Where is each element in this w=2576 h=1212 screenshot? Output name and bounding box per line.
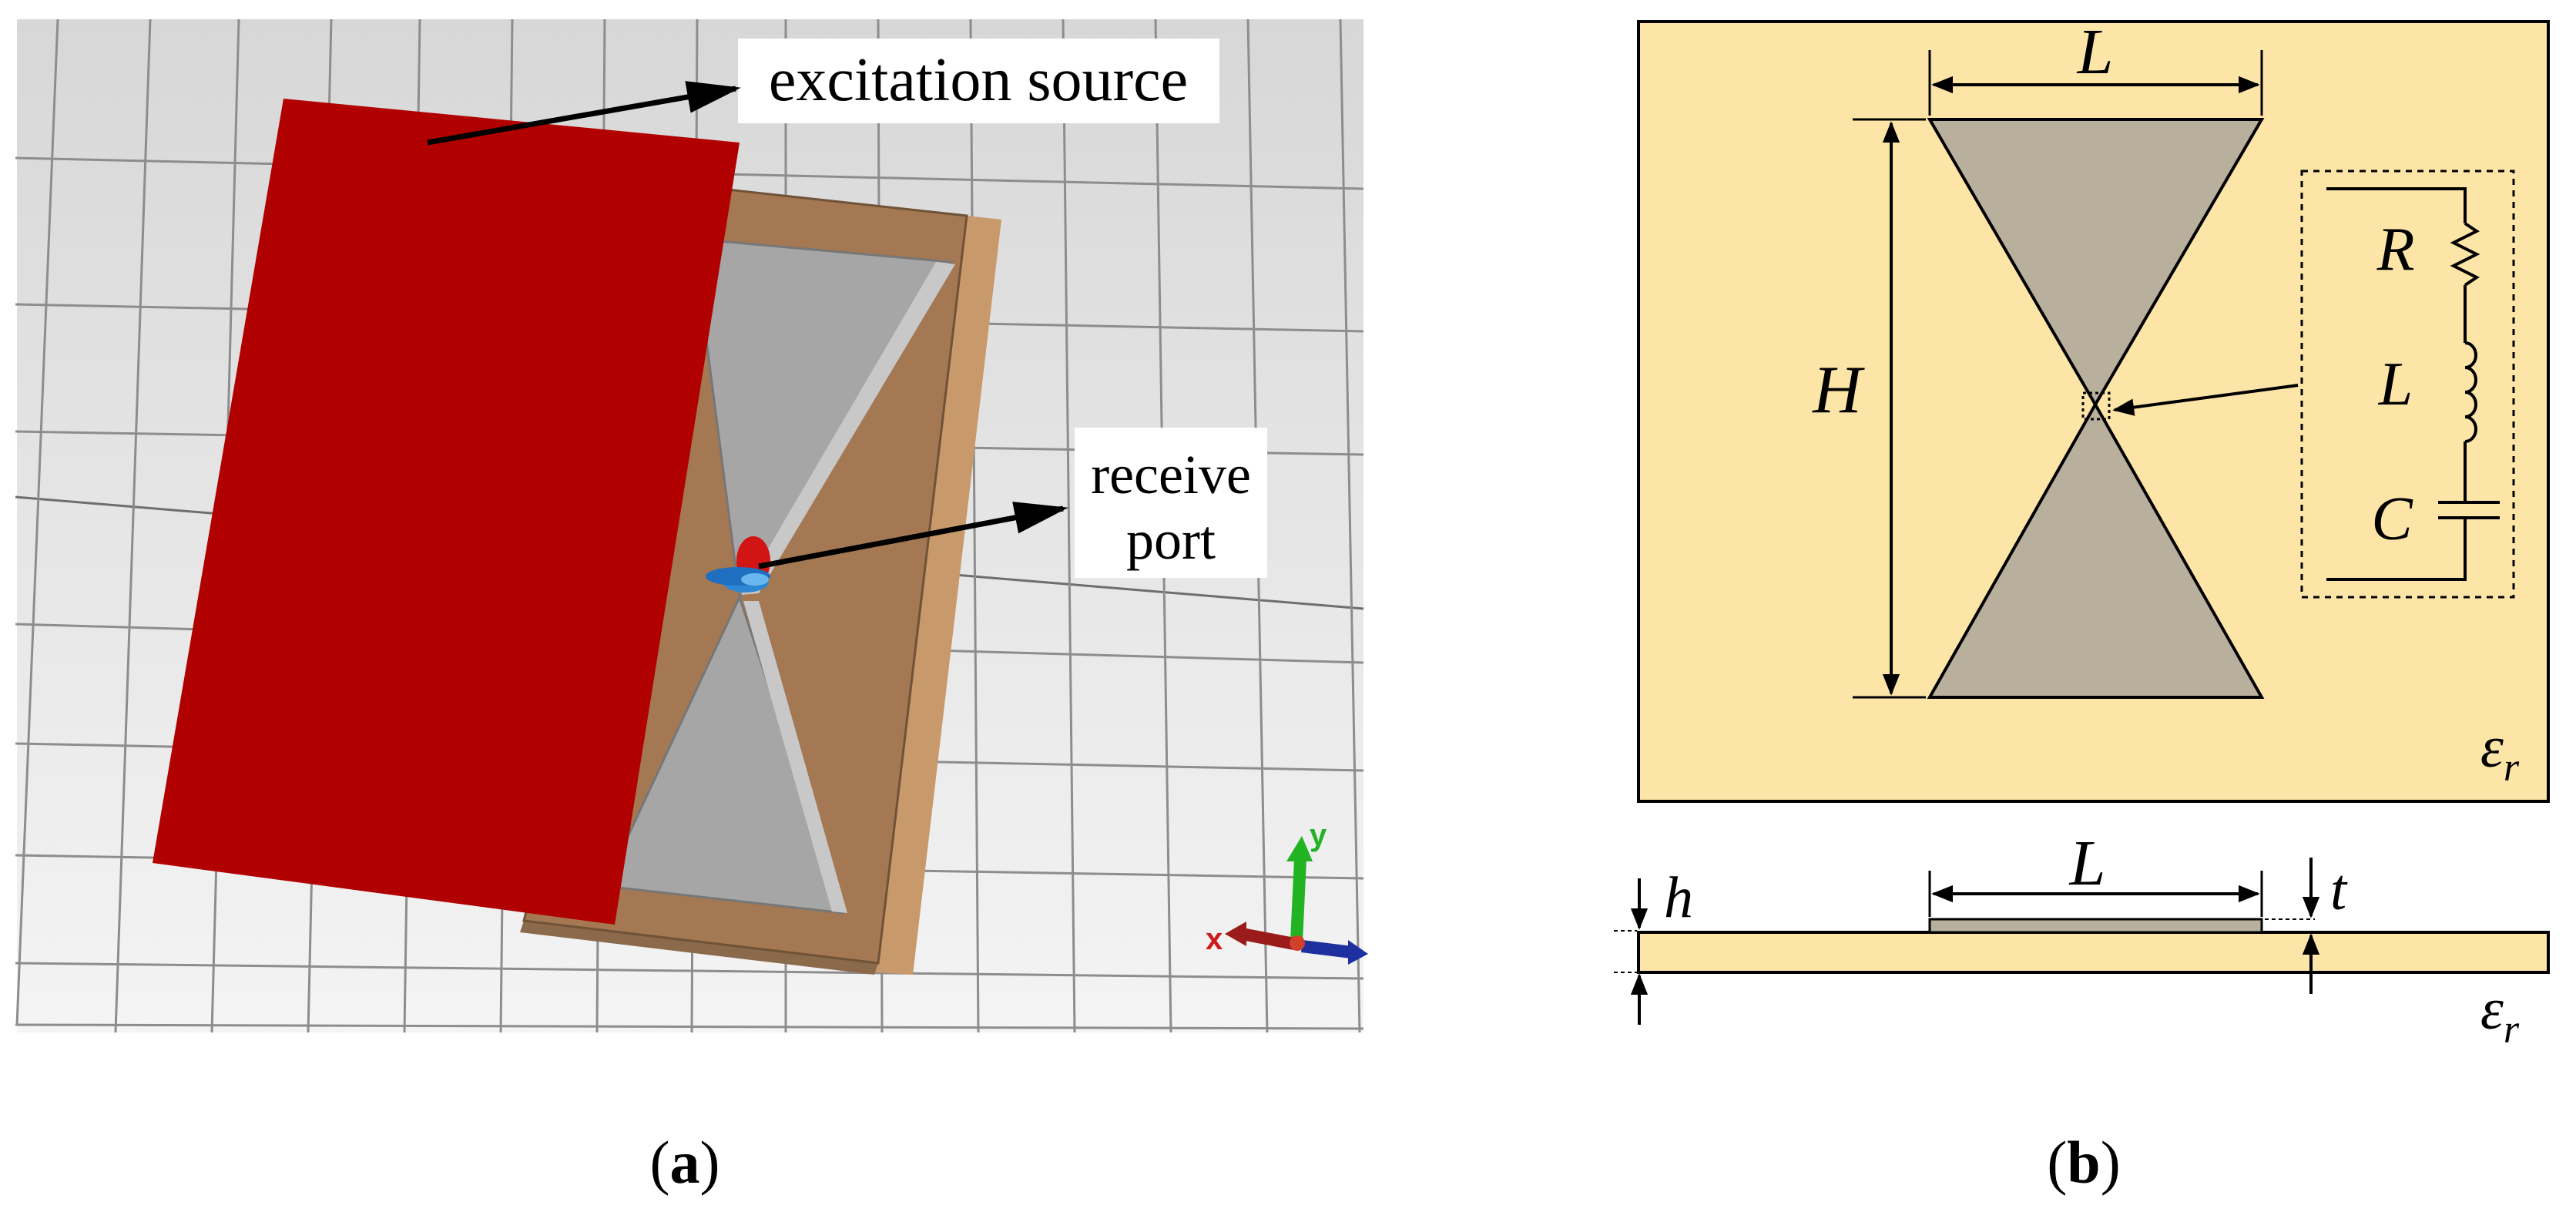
resistor-symbol bbox=[2450, 222, 2480, 287]
excitation-pointer-arrow bbox=[427, 81, 741, 146]
label-excitation-text: excitation source bbox=[769, 46, 1188, 114]
svg-text:(a): (a) bbox=[650, 1129, 720, 1196]
substrate-side-view bbox=[1637, 931, 2550, 974]
dim-h: h bbox=[1664, 865, 1693, 930]
label-excitation: excitation source bbox=[738, 39, 1219, 123]
gap-marker bbox=[2081, 391, 2111, 421]
patch-side-view bbox=[1928, 918, 2263, 934]
circuit-L: L bbox=[2378, 351, 2413, 418]
caption-a: (a) bbox=[650, 1129, 720, 1196]
axis-triad: y x bbox=[1206, 818, 1368, 965]
inductor-symbol bbox=[2464, 341, 2477, 443]
dim-H: H bbox=[1812, 353, 1865, 428]
dim-L-side: L bbox=[2069, 828, 2106, 899]
excitation-source-plane bbox=[153, 99, 740, 925]
bowtie-lower bbox=[1927, 401, 2265, 699]
axis-x-label: x bbox=[1206, 922, 1223, 956]
dim-L-top: L bbox=[2077, 16, 2114, 88]
label-receive-line1: receive bbox=[1091, 444, 1251, 505]
panel-b: L H R L C εr L bbox=[1614, 16, 2550, 1196]
epsilon-top: εr bbox=[2480, 715, 2520, 790]
circuit-C: C bbox=[2371, 485, 2413, 553]
svg-text:(b): (b) bbox=[2047, 1129, 2120, 1196]
label-receive-port: receive port bbox=[1075, 428, 1267, 578]
patch-edge-highlight-lower bbox=[743, 601, 847, 913]
label-receive-box bbox=[1075, 428, 1267, 578]
label-excitation-box bbox=[738, 39, 1219, 123]
circuit-inset-box bbox=[2300, 170, 2515, 599]
substrate-bottom bbox=[520, 921, 878, 975]
circuit-R: R bbox=[2376, 216, 2415, 284]
axis-y-label: y bbox=[1310, 818, 1327, 852]
caption-b: (b) bbox=[2047, 1129, 2120, 1196]
dim-t: t bbox=[2330, 858, 2348, 922]
rlc-circuit bbox=[2326, 187, 2500, 581]
receive-port bbox=[706, 536, 770, 593]
substrate-side bbox=[874, 216, 1001, 975]
panel-a: excitation source receive port y x (a) bbox=[15, 18, 1368, 1196]
gap-pointer-arrow bbox=[2112, 384, 2299, 416]
label-receive-line2: port bbox=[1126, 509, 1216, 571]
patch-edge-highlight bbox=[741, 262, 955, 595]
bowtie-upper bbox=[1927, 118, 2265, 408]
epsilon-side: εr bbox=[2480, 977, 2520, 1052]
receive-pointer-arrow bbox=[758, 502, 1068, 569]
